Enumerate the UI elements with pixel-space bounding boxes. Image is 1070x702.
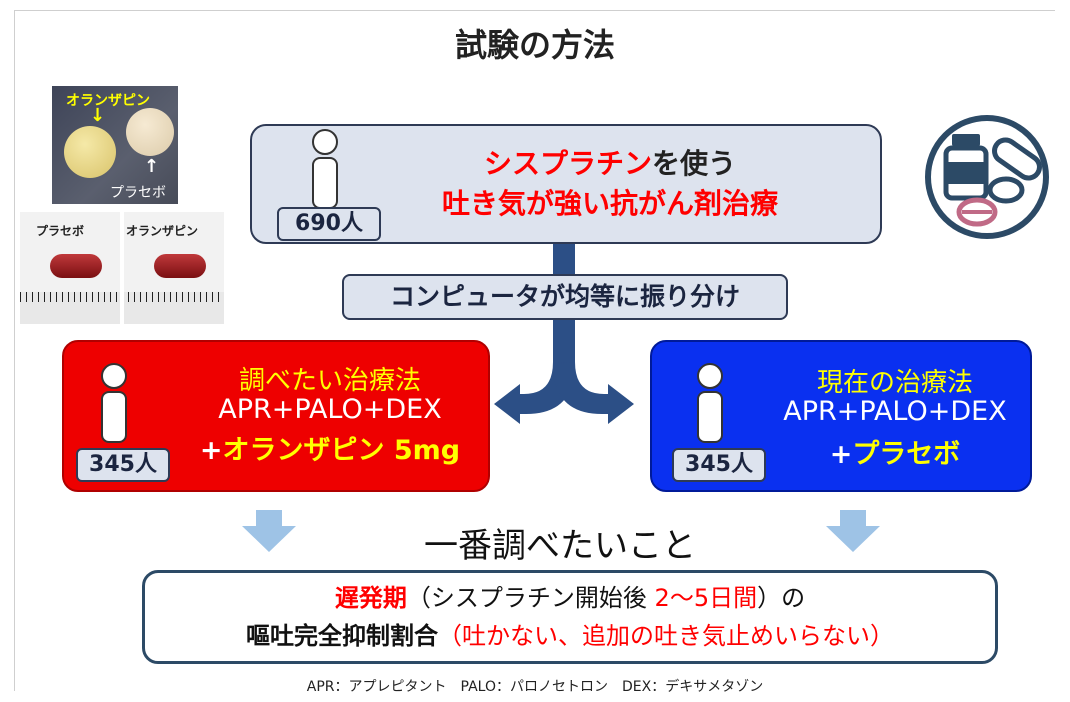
- intervention-addition: +オランザピン 5mg: [172, 428, 488, 467]
- footnote: APR：アプレピタント PALO：パロノセトロン DEX：デキサメタゾン: [306, 679, 764, 695]
- placebo-text: プラセボ: [852, 439, 961, 470]
- tablet-photo: オランザピン ↓ ↑ プラセボ: [52, 86, 178, 204]
- endpoint-heading: 一番調べたいこと: [424, 526, 696, 566]
- complete-response-rate: 嘔吐完全抑制割合: [246, 622, 438, 650]
- placebo-tablet: [126, 108, 174, 156]
- olanzapine-tablet: [64, 126, 116, 178]
- arrow-down-icon: ↓: [90, 105, 106, 126]
- olanzapine-dose: オランザピン 5mg: [222, 435, 461, 466]
- endpoint-line2: 嘔吐完全抑制割合（吐かない、追加の吐き気止めいらない）: [142, 616, 998, 651]
- plus-sign: +: [199, 435, 223, 466]
- days-range: 2〜5日間: [654, 584, 758, 612]
- control-count: 345人: [672, 448, 766, 482]
- definition-text: （吐かない、追加の吐き気止めいらない）: [438, 622, 894, 650]
- person-icon: [312, 129, 338, 209]
- of-text: ）の: [757, 584, 806, 612]
- endpoint-line1: 遅発期（シスプラチン開始後 2〜5日間）の: [142, 578, 998, 613]
- slide-title: 試験の方法: [454, 26, 615, 64]
- enrollment-line2: 吐き気が強い抗がん剤治療: [441, 187, 778, 220]
- after-cisplatin: （シスプラチン開始後: [406, 584, 655, 612]
- photo-divider: [120, 212, 124, 324]
- randomize-arrow: [494, 244, 634, 424]
- label-placebo: プラセボ: [110, 185, 166, 201]
- plus-sign: +: [829, 439, 853, 470]
- slide-frame: [14, 10, 1055, 691]
- enrollment-box: [250, 124, 882, 244]
- enrollment-count: 690人: [277, 207, 381, 241]
- caps-label-olanzapine: オランザピン: [126, 224, 199, 238]
- randomize-box: コンピュータが均等に振り分け: [342, 274, 788, 320]
- enrollment-line1: シスプラチンを使う: [400, 142, 820, 182]
- control-addition: +プラセボ: [770, 432, 1020, 471]
- arrow-up-icon: ↑: [144, 156, 160, 177]
- person-icon: [101, 363, 127, 443]
- endpoint-box: [142, 570, 998, 664]
- intervention-regimen: APR+PALO+DEX: [218, 394, 442, 425]
- down-arrow-right: [826, 510, 880, 552]
- placebo-capsule: [50, 254, 102, 278]
- cisplatin-text: シスプラチン: [483, 147, 652, 180]
- intervention-count: 345人: [76, 448, 170, 482]
- delayed-phase: 遅発期: [334, 584, 407, 612]
- caps-label-placebo: プラセボ: [36, 224, 85, 238]
- intervention-heading: 調べたい治療法: [238, 366, 421, 396]
- label-olanzapine: オランザピン: [66, 93, 150, 109]
- down-arrow-left: [242, 510, 296, 552]
- medicine-icon: [925, 115, 1049, 239]
- person-icon: [697, 363, 723, 443]
- capsule-photo: プラセボ オランザピン: [20, 212, 224, 324]
- use-text: を使う: [652, 147, 737, 180]
- control-heading: 現在の治療法: [816, 368, 973, 398]
- olanzapine-capsule: [154, 254, 206, 278]
- control-regimen: APR+PALO+DEX: [783, 396, 1007, 427]
